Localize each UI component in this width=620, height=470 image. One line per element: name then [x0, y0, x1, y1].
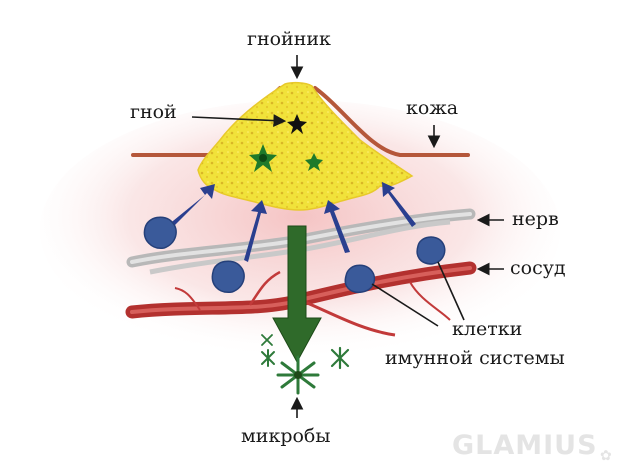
blue-cell-icon — [143, 216, 177, 249]
blue-cell-icon — [416, 236, 446, 265]
blue-cell-icon — [211, 260, 245, 293]
label-nerve: нерв — [512, 208, 559, 230]
label-pus: гной — [130, 101, 177, 123]
watermark-dot: ✿ — [600, 448, 612, 464]
microbe-icon — [261, 349, 275, 367]
label-pointers — [191, 55, 504, 418]
green-arrow-icon — [272, 225, 322, 364]
label-vessel: сосуд — [510, 257, 566, 279]
label-skin: кожа — [406, 97, 459, 119]
microbe-icon — [276, 355, 320, 395]
microbe-icon — [287, 114, 307, 134]
microbe-icon — [305, 153, 323, 171]
label-abscess: гнойник — [247, 28, 331, 50]
microbe-icon — [261, 334, 273, 346]
watermark-logo: GLAMIUS — [452, 430, 598, 461]
label-immune-cells-line2: имунной системы — [385, 347, 565, 369]
blue-arrow-icon — [168, 182, 416, 262]
label-microbes: микробы — [241, 425, 331, 447]
pus-mass — [197, 81, 414, 211]
blue-cell-icon — [344, 264, 376, 294]
label-immune-cells-line1: клетки — [452, 318, 523, 340]
microbe-icon — [249, 144, 277, 172]
microbe-icon — [330, 346, 350, 370]
